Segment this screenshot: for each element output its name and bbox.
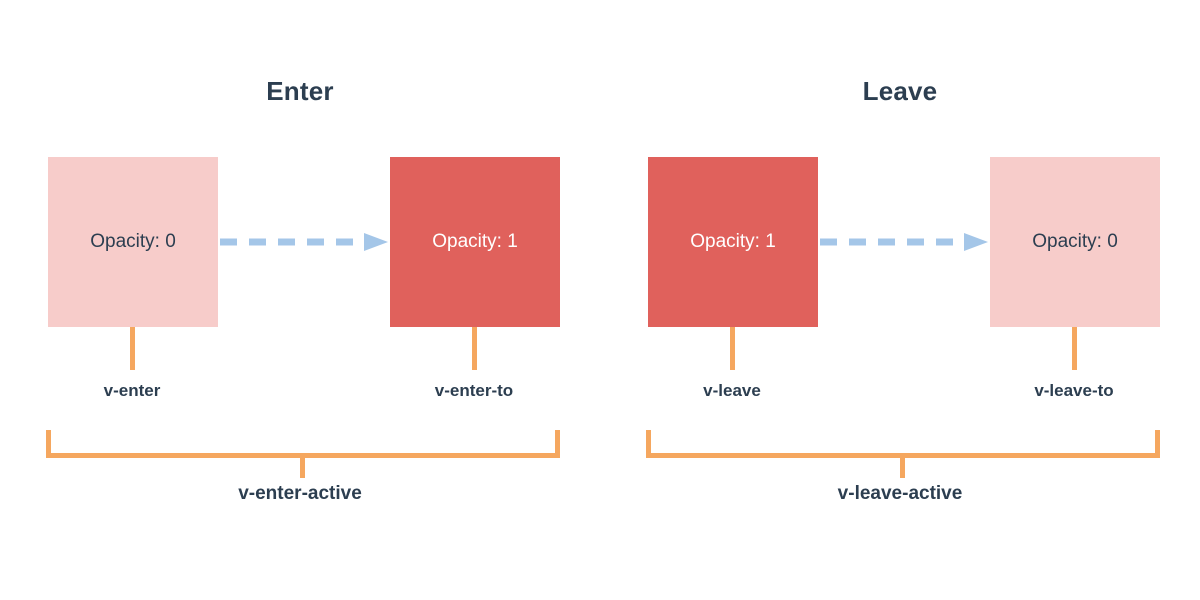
class-label-v-enter-active: v-enter-active xyxy=(238,483,362,504)
class-label-v-enter-to: v-enter-to xyxy=(434,381,514,400)
state-box-label: Opacity: 1 xyxy=(432,231,518,252)
state-box-v-enter: Opacity: 0 xyxy=(48,157,218,327)
connector-tick-v-enter-to xyxy=(472,327,477,370)
active-bracket-enter xyxy=(46,430,560,458)
active-bracket-leave xyxy=(646,430,1160,458)
connector-tick-v-enter xyxy=(130,327,135,370)
class-label-v-leave: v-leave xyxy=(703,381,761,400)
panel-leave: Leave Opacity: 1 Opacity: 0 v-leave v-le… xyxy=(600,0,1200,600)
active-bracket-tick-enter xyxy=(300,458,305,478)
state-box-v-enter-to: Opacity: 1 xyxy=(390,157,560,327)
state-box-label: Opacity: 1 xyxy=(690,231,776,252)
panel-title-leave: Leave xyxy=(862,76,938,106)
dashed-arrow-right-icon xyxy=(218,231,390,253)
class-label-v-enter: v-enter xyxy=(103,381,161,400)
connector-tick-v-leave xyxy=(730,327,735,370)
panel-enter: Enter Opacity: 0 Opacity: 1 v-enter v-en… xyxy=(46,76,560,504)
state-box-label: Opacity: 0 xyxy=(1032,231,1118,252)
state-box-v-leave-to: Opacity: 0 xyxy=(990,157,1160,327)
panel-title-enter: Enter xyxy=(266,76,334,106)
state-box-v-leave: Opacity: 1 xyxy=(648,157,818,327)
dashed-arrow-right-icon xyxy=(818,231,990,253)
class-label-v-leave-to: v-leave-to xyxy=(1034,381,1114,400)
active-bracket-tick-leave xyxy=(900,458,905,478)
connector-tick-v-leave-to xyxy=(1072,327,1077,370)
state-box-label: Opacity: 0 xyxy=(90,231,176,252)
class-label-v-leave-active: v-leave-active xyxy=(837,483,963,504)
